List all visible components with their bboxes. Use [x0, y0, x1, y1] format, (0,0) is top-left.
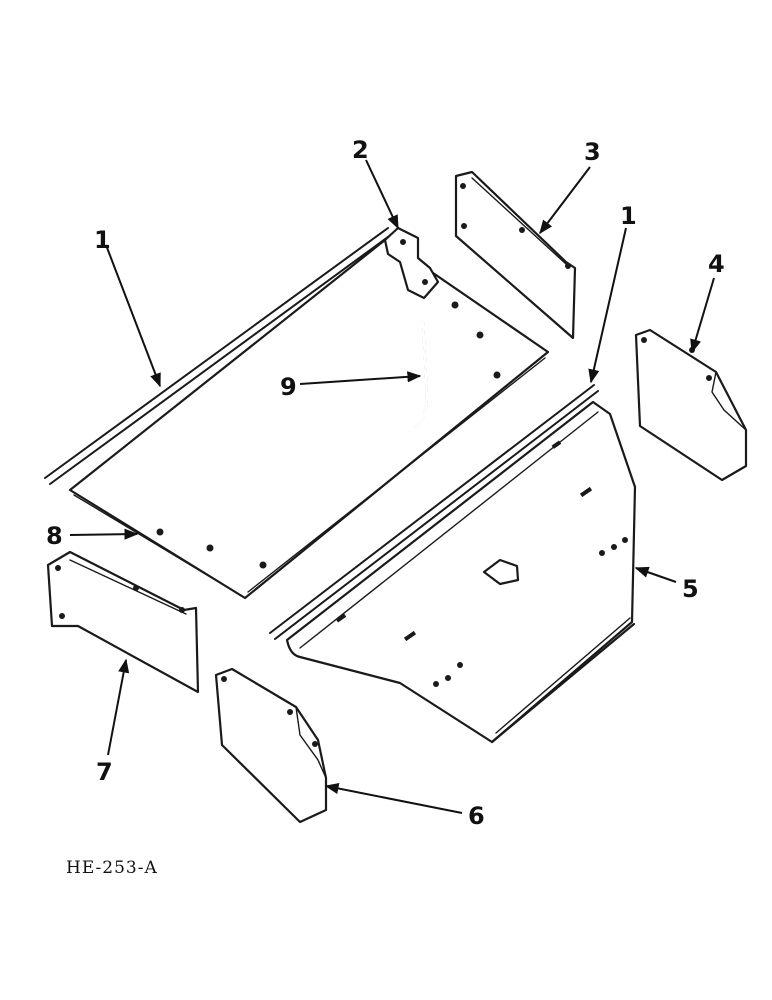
callout-9: 9 [280, 373, 297, 401]
right-floor-panel [285, 400, 637, 744]
callout-labels: 1 2 3 1 4 9 8 5 7 6 [46, 136, 725, 830]
lower-end-shield [214, 667, 328, 824]
callout-7: 7 [96, 758, 113, 786]
callout-4: 4 [708, 250, 725, 278]
callout-6: 6 [468, 802, 485, 830]
callout-8: 8 [46, 522, 63, 550]
lower-left-shield [46, 550, 200, 694]
upper-side-shield [454, 170, 577, 340]
callout-leaders [69, 159, 715, 814]
rod-left [44, 227, 393, 485]
callout-5: 5 [682, 575, 699, 603]
right-end-shield [634, 328, 748, 482]
callout-2: 2 [352, 136, 369, 164]
callout-3: 3 [584, 138, 601, 166]
bracket [383, 226, 440, 300]
callout-1-right: 1 [620, 202, 637, 230]
left-floor-panel [68, 238, 550, 600]
rod-right [269, 384, 599, 640]
figure-reference: HE-253-A [66, 858, 158, 878]
callout-1-left: 1 [94, 226, 111, 254]
handle-rod [414, 320, 429, 429]
